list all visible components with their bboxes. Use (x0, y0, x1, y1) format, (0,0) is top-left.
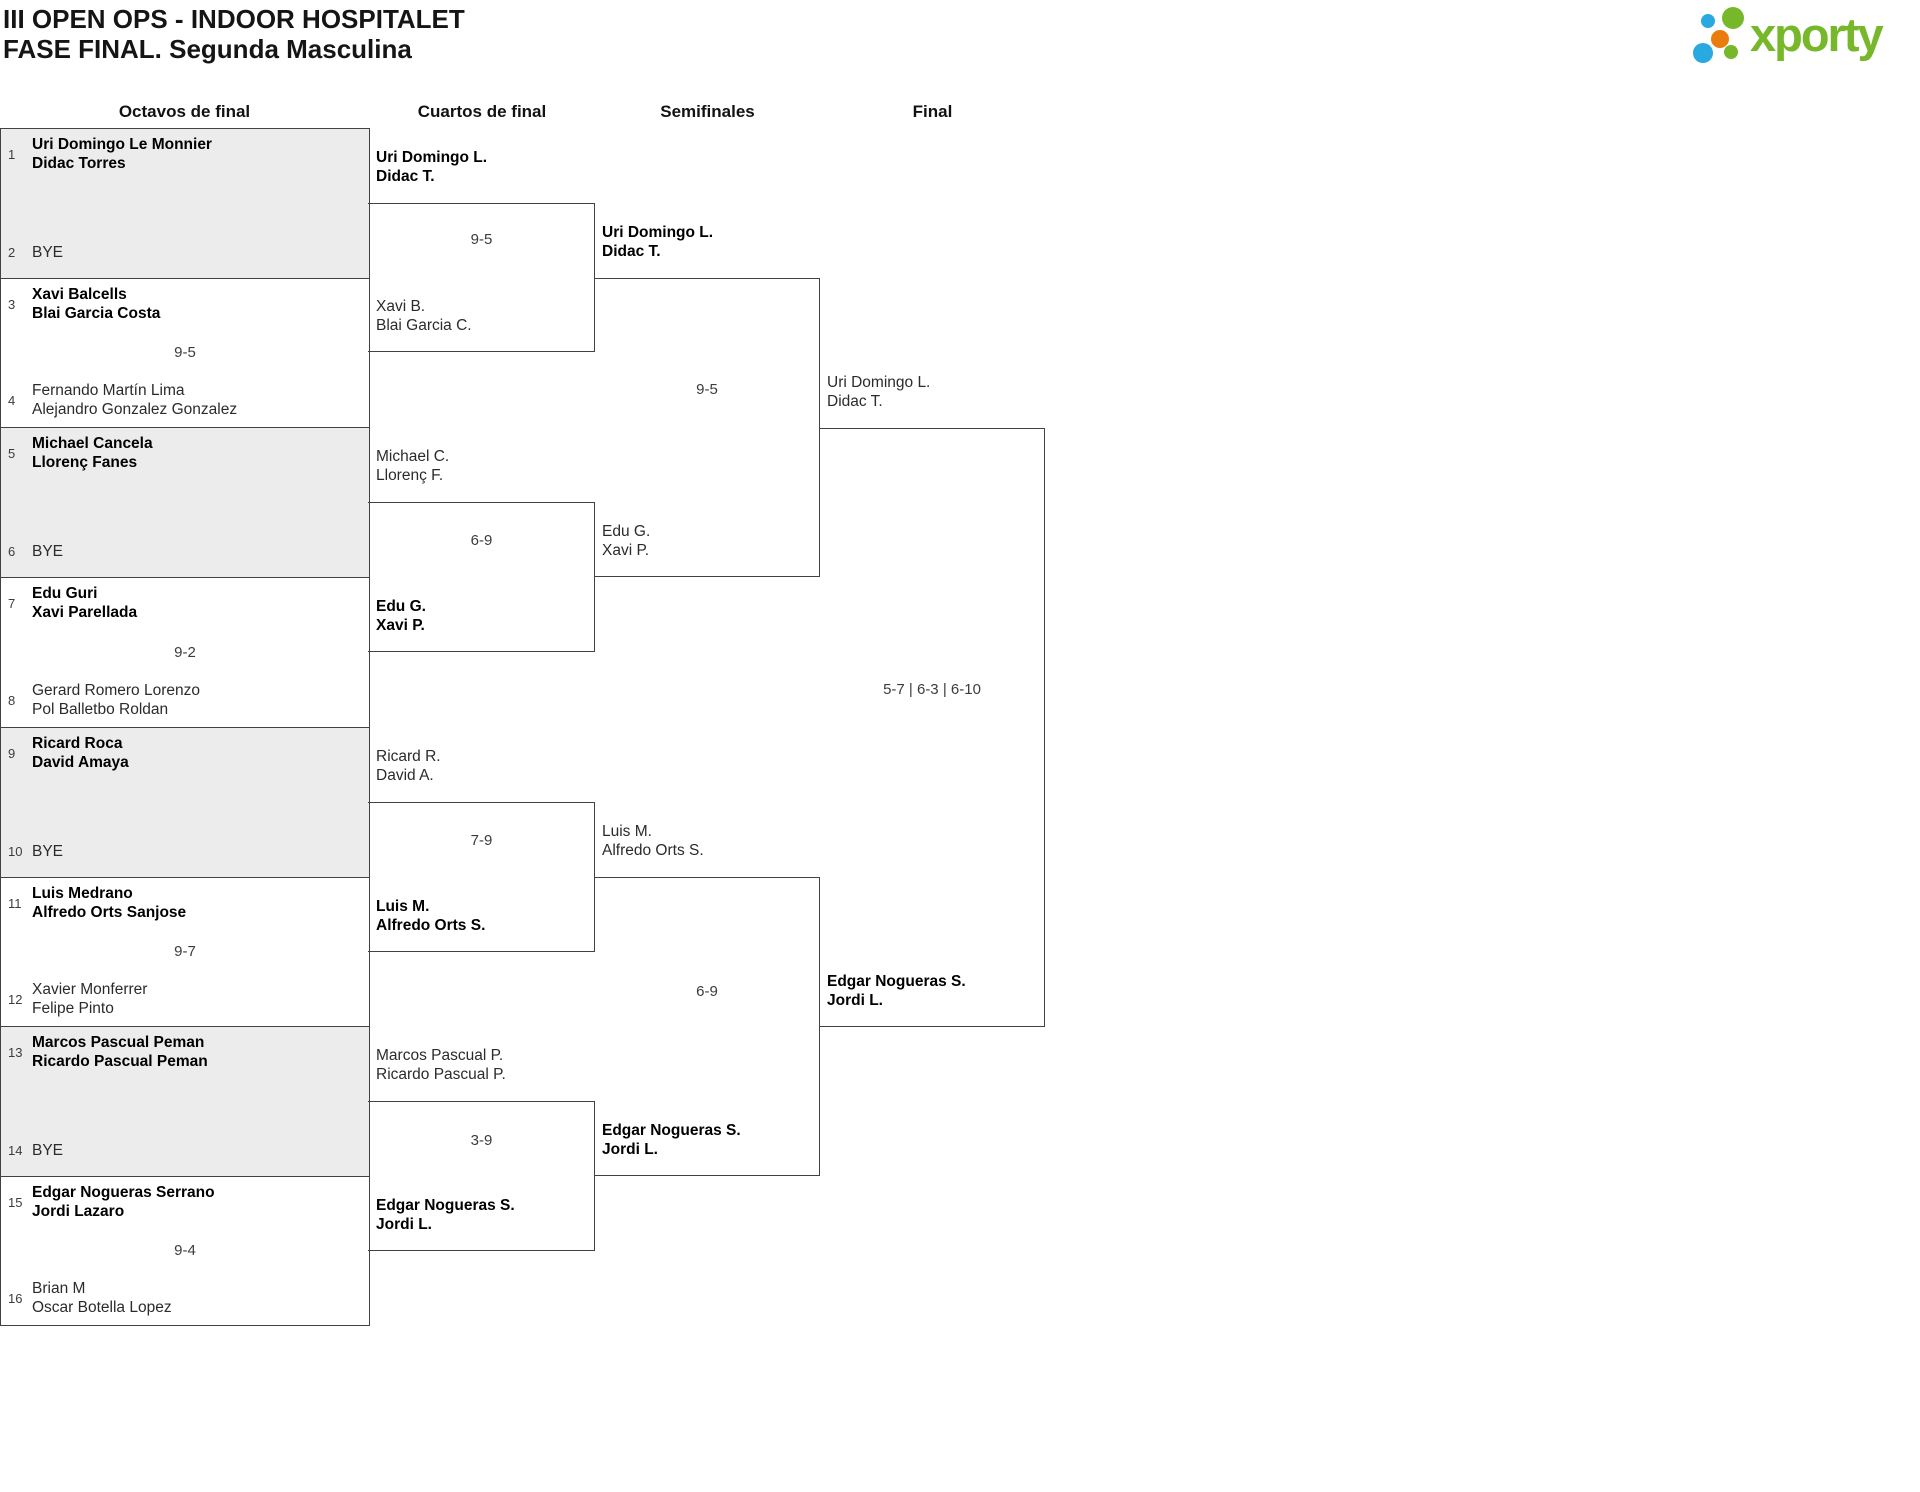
page-subtitle: FASE FINAL. Segunda Masculina (3, 34, 412, 64)
round-header-semifinales: Semifinales (660, 102, 755, 121)
seed-number: 8 (8, 692, 16, 708)
match-cuartos-1 (368, 203, 595, 352)
seed-number: 16 (8, 1290, 23, 1306)
team-names: BYE (32, 543, 64, 560)
team-names: Luis M.Alfredo Orts S. (376, 898, 486, 934)
team-names: Marcos Pascual P.Ricardo Pascual P. (376, 1047, 506, 1083)
match-score: 9-5 (470, 231, 493, 248)
team-names: Ricard R.David A. (376, 748, 441, 784)
team-names: BYE (32, 244, 64, 261)
round-header-cuartos: Cuartos de final (417, 102, 547, 121)
xporty-logo-text: xporty (1750, 8, 1884, 61)
match-cuartos-2 (368, 502, 595, 652)
match-semifinal-1 (594, 278, 820, 577)
page-title: III OPEN OPS - INDOOR HOSPITALET (3, 4, 465, 34)
logo-dot-orange-icon (1711, 30, 1729, 48)
xporty-logo[interactable]: xporty (1680, 0, 1920, 75)
seed-number: 5 (8, 445, 16, 461)
seed-number: 15 (8, 1194, 23, 1210)
team-entry: 10 BYE (1, 842, 369, 861)
team-names: Michael C.Llorenç F. (376, 448, 450, 484)
team-names: Uri Domingo L.Didac T. (827, 374, 931, 410)
match-score: 9-4 (174, 1242, 196, 1259)
seed-number: 4 (8, 392, 16, 408)
match-score: 3-9 (470, 1132, 493, 1149)
seed-number: 6 (8, 544, 16, 559)
match-score: 9-5 (696, 381, 718, 398)
team-names: Luis M.Alfredo Orts S. (602, 823, 704, 859)
seed-number: 12 (8, 991, 23, 1007)
team-names: Uri Domingo L.Didac T. (376, 149, 488, 185)
match-final (819, 428, 1045, 1027)
match-score: 5-7 | 6-3 | 6-10 (883, 681, 981, 698)
seed-number: 2 (8, 245, 16, 260)
seed-number: 1 (8, 146, 16, 162)
team-names: BYE (32, 1142, 64, 1159)
match-score: 9-5 (174, 344, 196, 361)
seed-number: 9 (8, 745, 16, 761)
team-names: Uri Domingo L.Didac T. (602, 224, 714, 260)
round-header-final: Final (912, 102, 953, 121)
match-score: 9-7 (174, 943, 196, 960)
team-entry: 6 BYE (1, 542, 369, 561)
logo-dot-green-large-icon (1722, 7, 1744, 29)
logo-dot-green-small-icon (1724, 45, 1738, 59)
match-score: 9-2 (174, 643, 196, 661)
logo-dot-blue-small-icon (1701, 14, 1715, 28)
logo-dot-blue-large-icon (1693, 43, 1713, 63)
seed-number: 11 (8, 895, 22, 911)
team-names: Edgar Nogueras S.Jordi L. (602, 1122, 741, 1158)
team-names: Edu G.Xavi P. (602, 523, 651, 559)
team-names: Edu G.Xavi P. (376, 598, 426, 634)
team-entry: 14 BYE (1, 1141, 369, 1160)
match-score: 6-9 (696, 983, 718, 1000)
team-names: BYE (32, 843, 64, 860)
round-header-octavos: Octavos de final (118, 102, 251, 121)
team-names: Edgar Nogueras S.Jordi L. (827, 973, 966, 1009)
seed-number: 3 (8, 296, 16, 312)
team-names: Xavi B.Blai Garcia C. (376, 298, 472, 334)
seed-number: 10 (8, 844, 23, 859)
match-score: 6-9 (470, 532, 493, 549)
team-entry: 2 BYE (1, 243, 369, 262)
seed-number: 7 (8, 595, 16, 611)
match-score: 7-9 (470, 832, 493, 849)
team-names: Edgar Nogueras S.Jordi L. (376, 1197, 515, 1233)
seed-number: 13 (8, 1044, 23, 1060)
seed-number: 14 (8, 1143, 23, 1158)
match-cuartos-4 (368, 1101, 595, 1251)
